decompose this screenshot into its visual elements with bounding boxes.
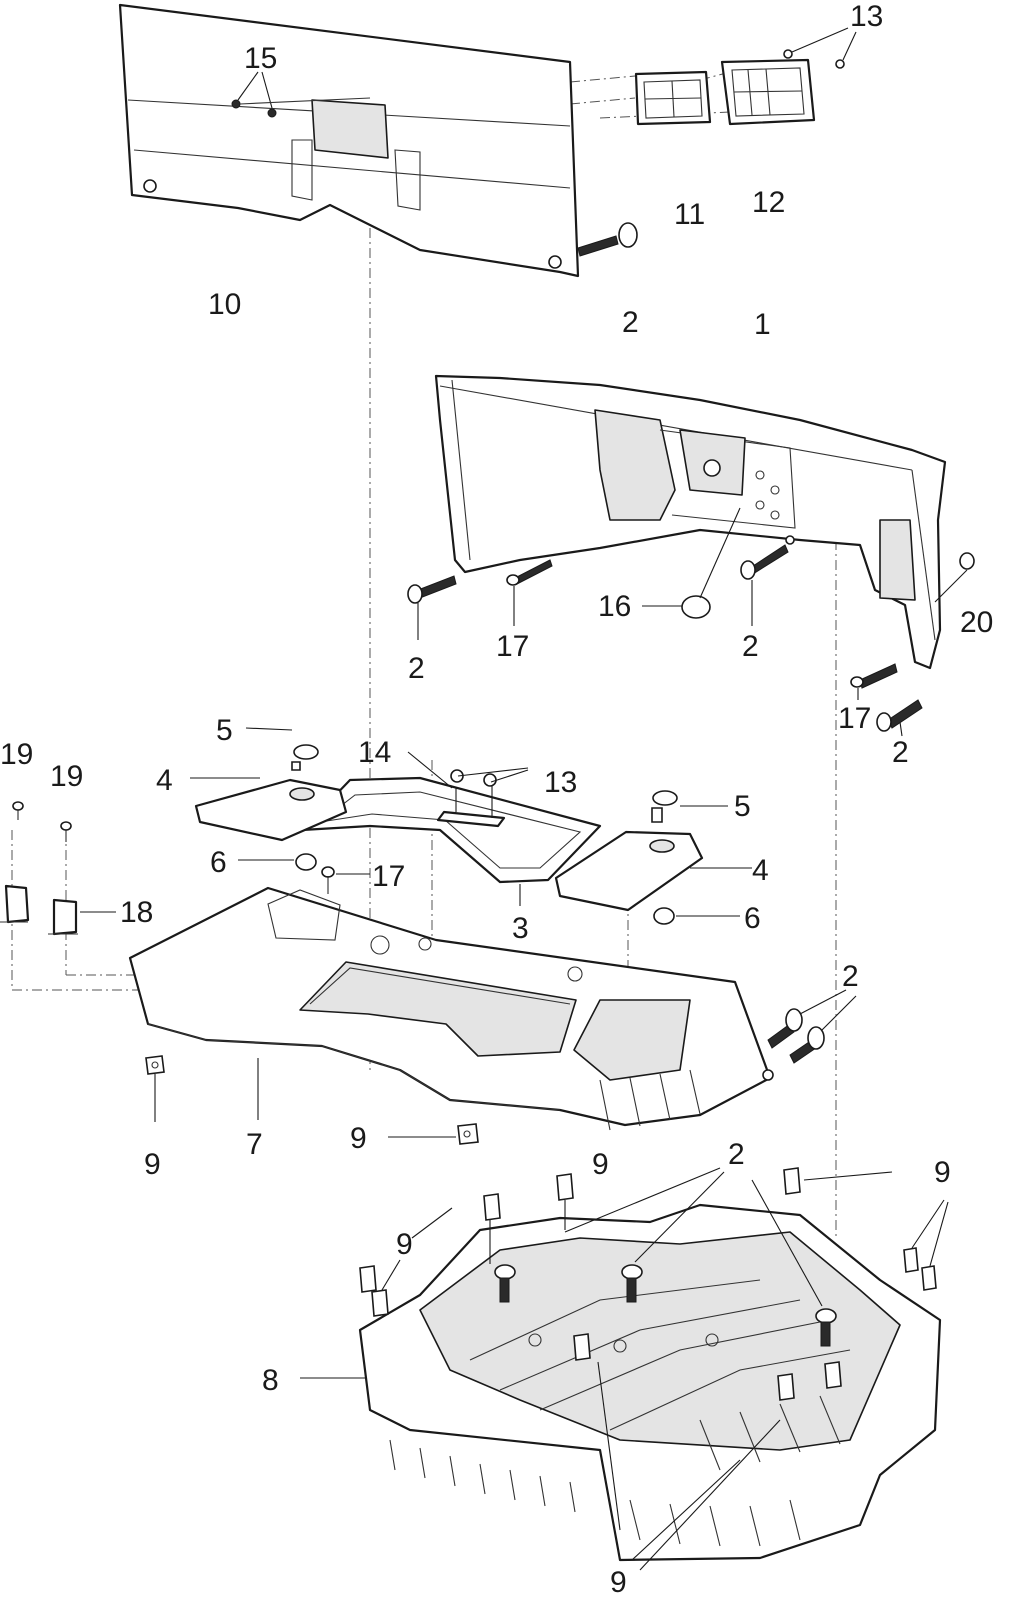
screws-part-13-mid [450,767,529,787]
pins-part-15 [231,71,371,118]
clip-nuts-part-9-tray [145,1055,479,1145]
callout-5: 5 [216,714,233,747]
screws-part-2-tray [767,989,857,1064]
knob-part-5-right [651,790,728,823]
clip-nuts-part-9-tub [359,1167,949,1571]
callout-2: 2 [742,630,759,663]
callout-9: 9 [350,1122,367,1155]
fasteners-around-part-1 [407,535,975,737]
callout-19: 19 [50,760,83,793]
callout-9: 9 [144,1148,161,1181]
callout-8: 8 [262,1364,279,1397]
callout-13: 13 [544,766,577,799]
callout-14: 14 [358,736,391,769]
callout-2: 2 [728,1138,745,1171]
grille-part-12 [720,58,816,126]
callout-17: 17 [372,860,405,893]
callout-6: 6 [744,902,761,935]
plate-part-14 [407,751,506,828]
screws-part-19 [12,801,72,842]
gasket-part-3 [300,776,602,906]
callout-12: 12 [752,186,785,219]
callout-11: 11 [674,198,705,231]
callout-2: 2 [408,652,425,685]
callout-2: 2 [842,960,859,993]
screws-part-13-top [783,27,857,69]
knob-part-5-left [245,727,319,771]
callout-1: 1 [754,308,771,341]
clips-part-18 [0,884,116,936]
nut-part-6-left [238,853,317,871]
callout-10: 10 [208,288,241,321]
screw-part-2-top [577,222,638,257]
callout-4: 4 [156,764,173,797]
screw-part-17-mid [321,866,370,894]
callout-17: 17 [838,702,871,735]
callout-18: 18 [120,896,153,929]
callout-5: 5 [734,790,751,823]
nut-part-6-right [653,907,740,925]
callout-4: 4 [752,854,769,887]
callout-labels: 13 15 11 12 10 2 1 16 2 17 2 20 17 2 19 … [0,0,993,1599]
cover-part-4-left [190,777,348,842]
callout-2: 2 [622,306,639,339]
callout-15: 15 [244,42,277,75]
upper-housing-part-1 [434,374,947,670]
rear-panel-part-10 [118,3,580,278]
plug-part-16 [642,507,741,619]
callout-9: 9 [934,1156,951,1189]
callout-9: 9 [592,1148,609,1181]
callout-13: 13 [850,0,883,33]
callout-2: 2 [892,736,909,769]
cover-part-4-right [554,830,752,912]
middle-tray-part-7 [128,886,774,1131]
callout-9: 9 [610,1566,627,1599]
callout-9: 9 [396,1228,413,1261]
grille-part-11 [634,70,712,126]
callout-3: 3 [512,912,529,945]
callout-6: 6 [210,846,227,879]
callout-20: 20 [960,606,993,639]
callout-17: 17 [496,630,529,663]
callout-7: 7 [246,1128,263,1161]
callout-19: 19 [0,738,33,771]
screws-part-2-tub [494,1167,837,1347]
callout-16: 16 [598,590,631,623]
